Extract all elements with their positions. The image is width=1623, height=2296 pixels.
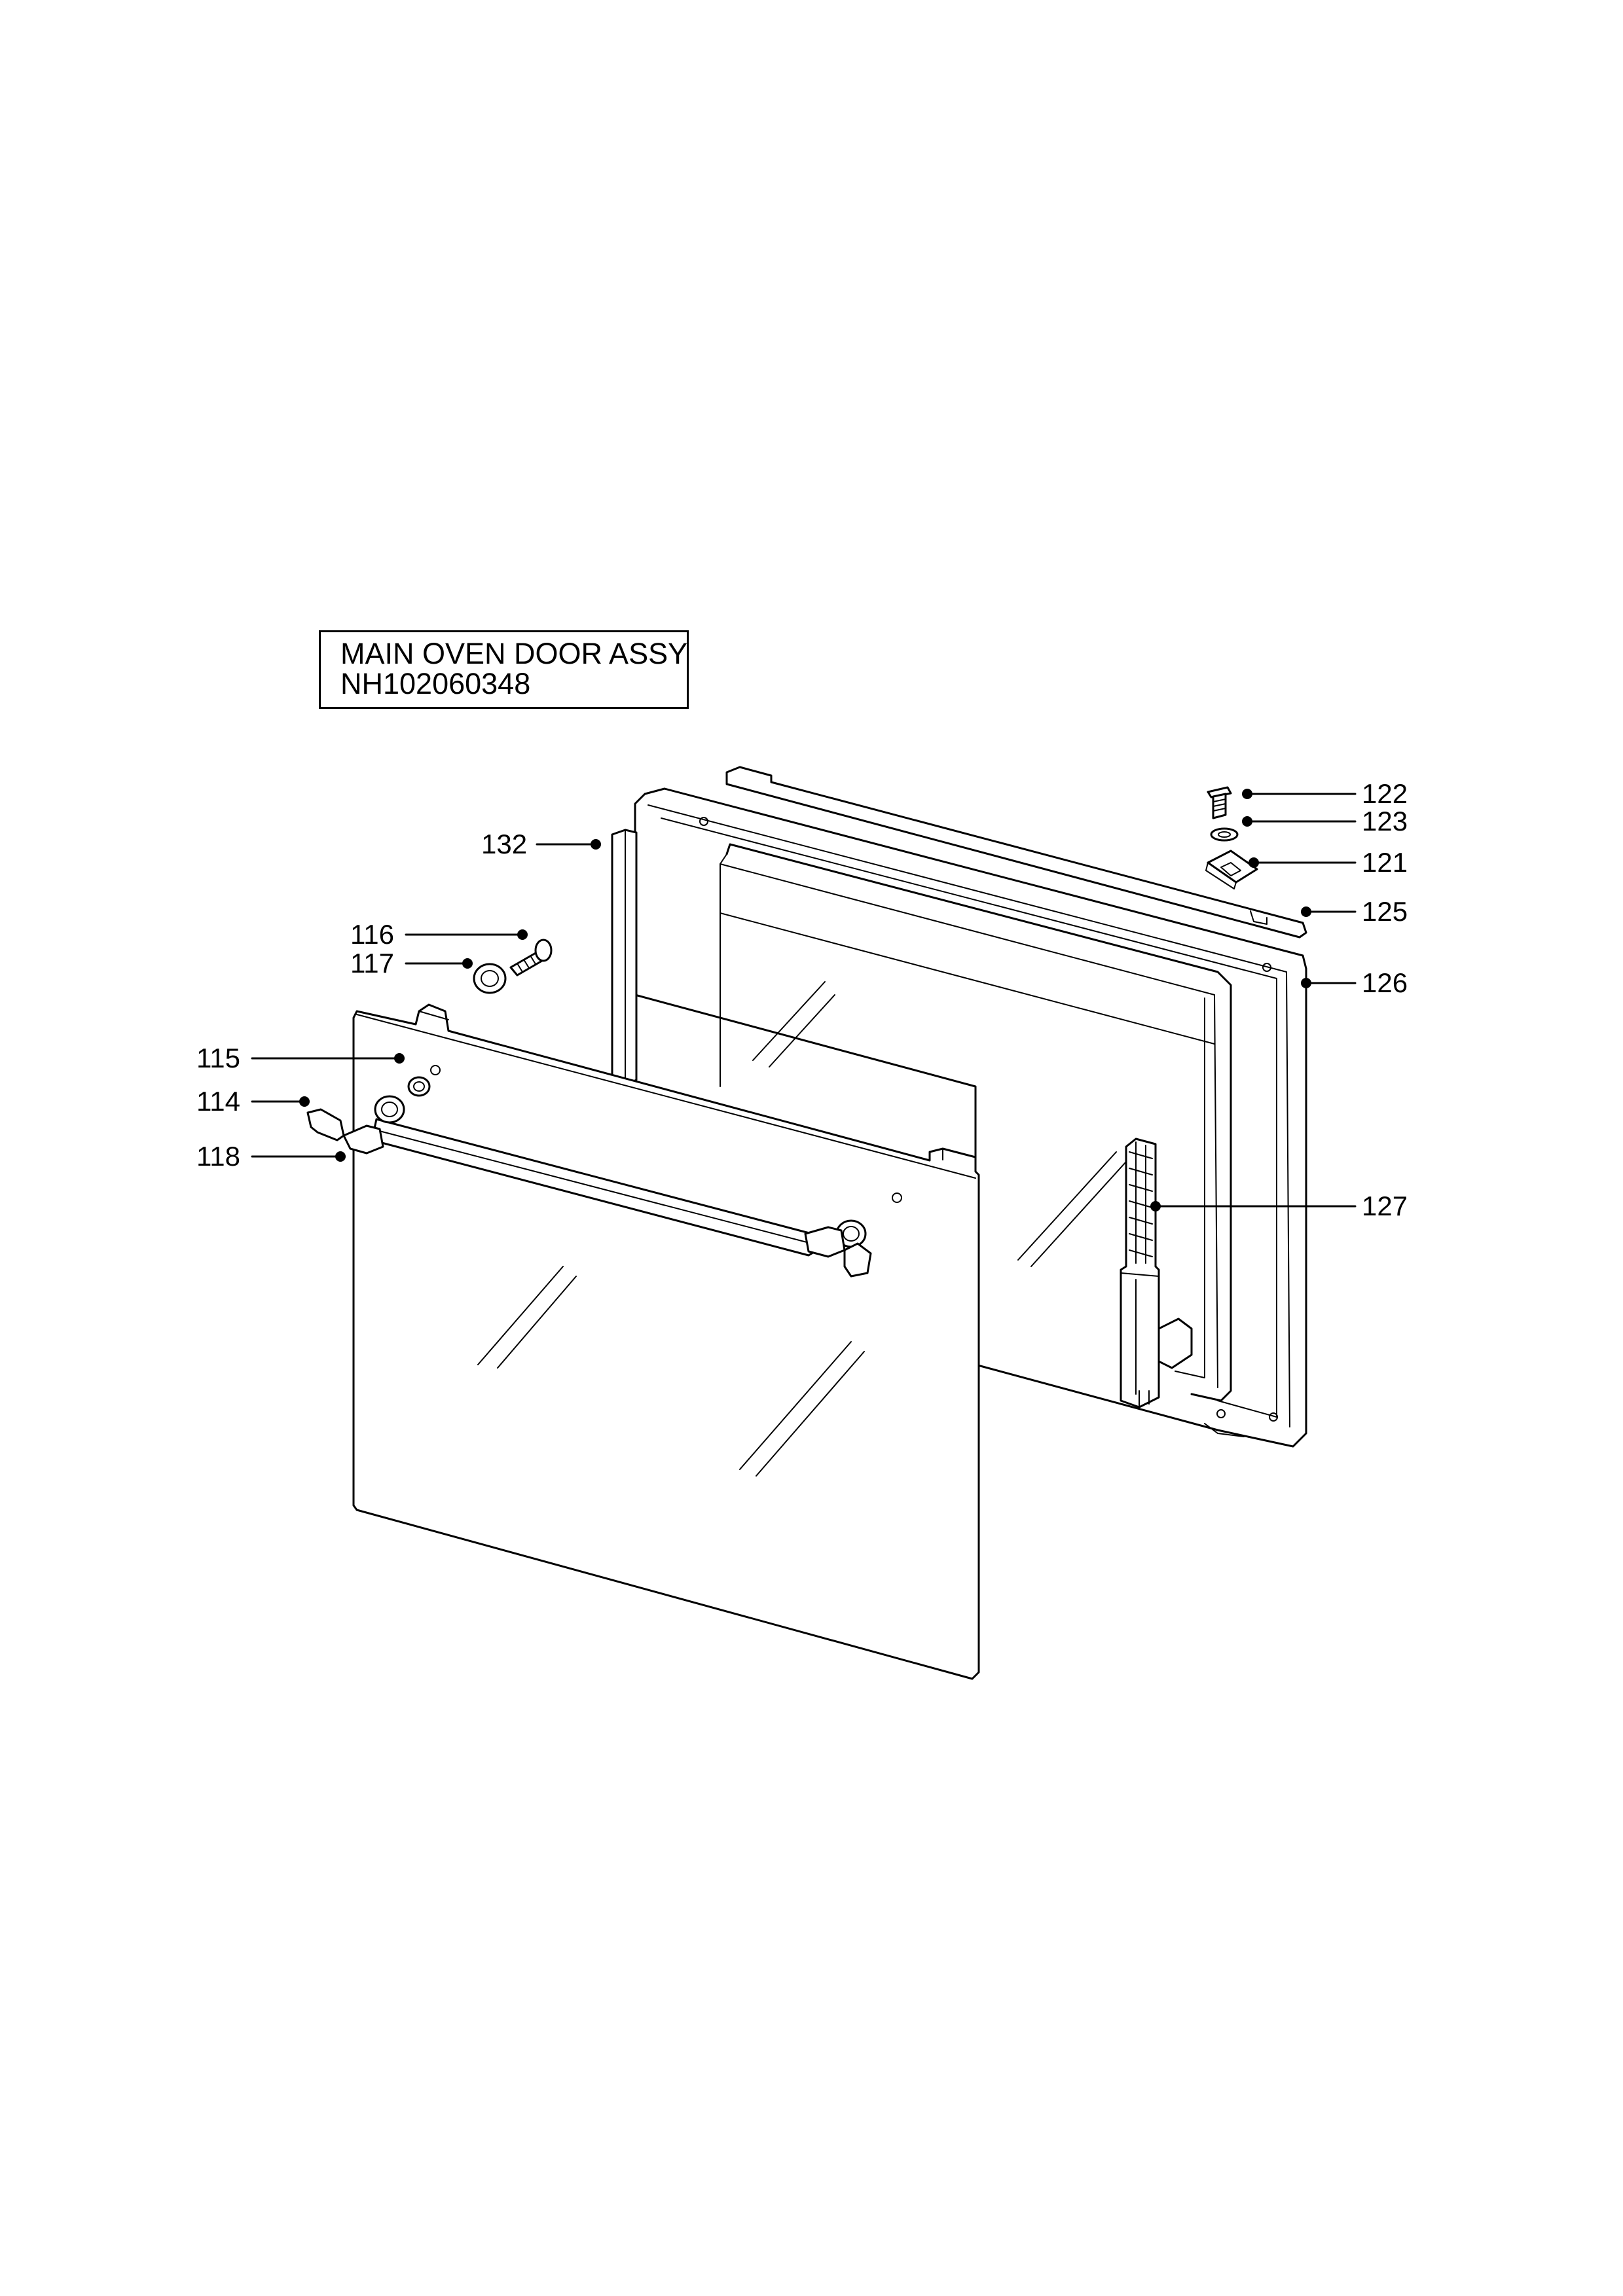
callout-126: 126 bbox=[1301, 967, 1408, 998]
door-handle bbox=[306, 1095, 872, 1278]
callout-132: 132 bbox=[481, 829, 601, 859]
callout-125: 125 bbox=[1301, 896, 1408, 927]
svg-text:123: 123 bbox=[1362, 806, 1408, 836]
part-number: NH102060348 bbox=[340, 667, 531, 700]
svg-text:117: 117 bbox=[350, 948, 394, 978]
top-trim-strip bbox=[725, 766, 1307, 939]
svg-text:122: 122 bbox=[1362, 778, 1408, 809]
callout-121: 121 bbox=[1249, 847, 1408, 878]
svg-text:125: 125 bbox=[1362, 896, 1408, 927]
callout-115: 115 bbox=[196, 1043, 405, 1073]
callout-127: 127 bbox=[1150, 1191, 1408, 1221]
callout-117: 117 bbox=[350, 948, 473, 978]
svg-text:126: 126 bbox=[1362, 967, 1408, 998]
svg-text:115: 115 bbox=[196, 1043, 240, 1073]
svg-text:118: 118 bbox=[196, 1141, 240, 1172]
outer-glass-door bbox=[352, 1003, 980, 1680]
side-seal-strip bbox=[611, 829, 638, 1086]
bracket-121 bbox=[1205, 850, 1258, 889]
callout-122: 122 bbox=[1242, 778, 1408, 809]
bush-117 bbox=[473, 963, 507, 994]
washer-115 bbox=[407, 1076, 431, 1097]
svg-text:132: 132 bbox=[481, 829, 527, 859]
svg-text:127: 127 bbox=[1362, 1191, 1408, 1221]
callout-116: 116 bbox=[350, 919, 528, 950]
callout-123: 123 bbox=[1242, 806, 1408, 836]
door-hinge bbox=[1120, 1138, 1193, 1408]
svg-text:114: 114 bbox=[196, 1086, 240, 1117]
callout-118: 118 bbox=[196, 1141, 346, 1172]
callout-114: 114 bbox=[196, 1086, 310, 1117]
diagram-title: MAIN OVEN DOOR ASSY bbox=[340, 637, 688, 670]
svg-text:116: 116 bbox=[350, 919, 394, 950]
diagram-title-box: MAIN OVEN DOOR ASSY NH102060348 bbox=[319, 630, 689, 709]
screw-116 bbox=[509, 939, 553, 977]
screw-122 bbox=[1207, 786, 1232, 819]
svg-text:121: 121 bbox=[1362, 847, 1408, 878]
washer-123 bbox=[1210, 827, 1239, 842]
